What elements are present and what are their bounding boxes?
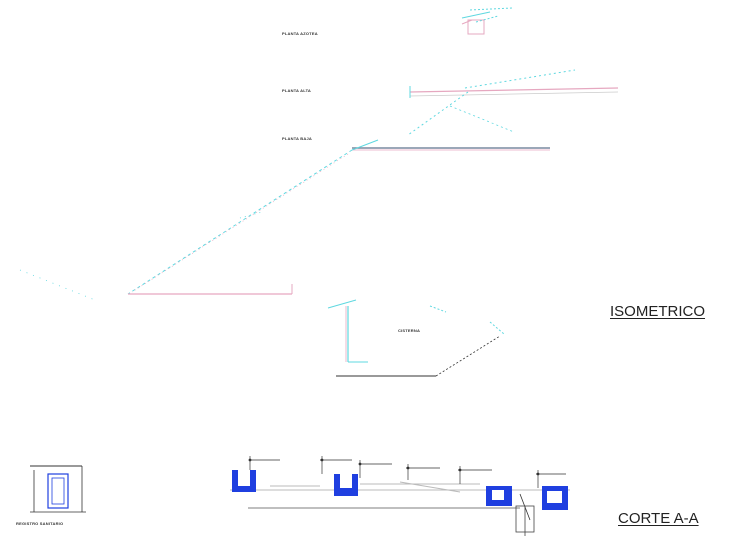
title-corte-aa: CORTE A-A xyxy=(618,510,699,527)
label-planta-azotea: PLANTA AZOTEA xyxy=(282,31,318,36)
fixture-1 xyxy=(232,470,256,492)
label-cisterna: CISTERNA xyxy=(398,328,421,333)
rooftop-tank xyxy=(461,7,513,35)
fixture-2 xyxy=(334,474,358,496)
section-drain xyxy=(515,493,535,536)
upper-floor-pipe xyxy=(409,69,619,98)
isometric-drawing xyxy=(19,7,619,377)
upper-riser xyxy=(407,91,469,136)
label-planta-baja: PLANTA BAJA xyxy=(282,136,312,141)
label-registro-sanitario: REGISTRO SANITARIO xyxy=(16,521,64,526)
section-aa xyxy=(230,456,570,536)
sanitary-register-detail xyxy=(30,465,86,513)
ground-floor-pipe xyxy=(351,139,550,151)
cistern-piping xyxy=(327,299,505,377)
upper-branch xyxy=(449,105,515,133)
label-planta-alta: PLANTA ALTA xyxy=(282,88,312,93)
title-isometrico: ISOMETRICO xyxy=(610,303,706,320)
fixture-4 xyxy=(542,486,568,510)
fixture-3 xyxy=(486,486,512,506)
main-diagonal-pipe xyxy=(19,149,353,301)
